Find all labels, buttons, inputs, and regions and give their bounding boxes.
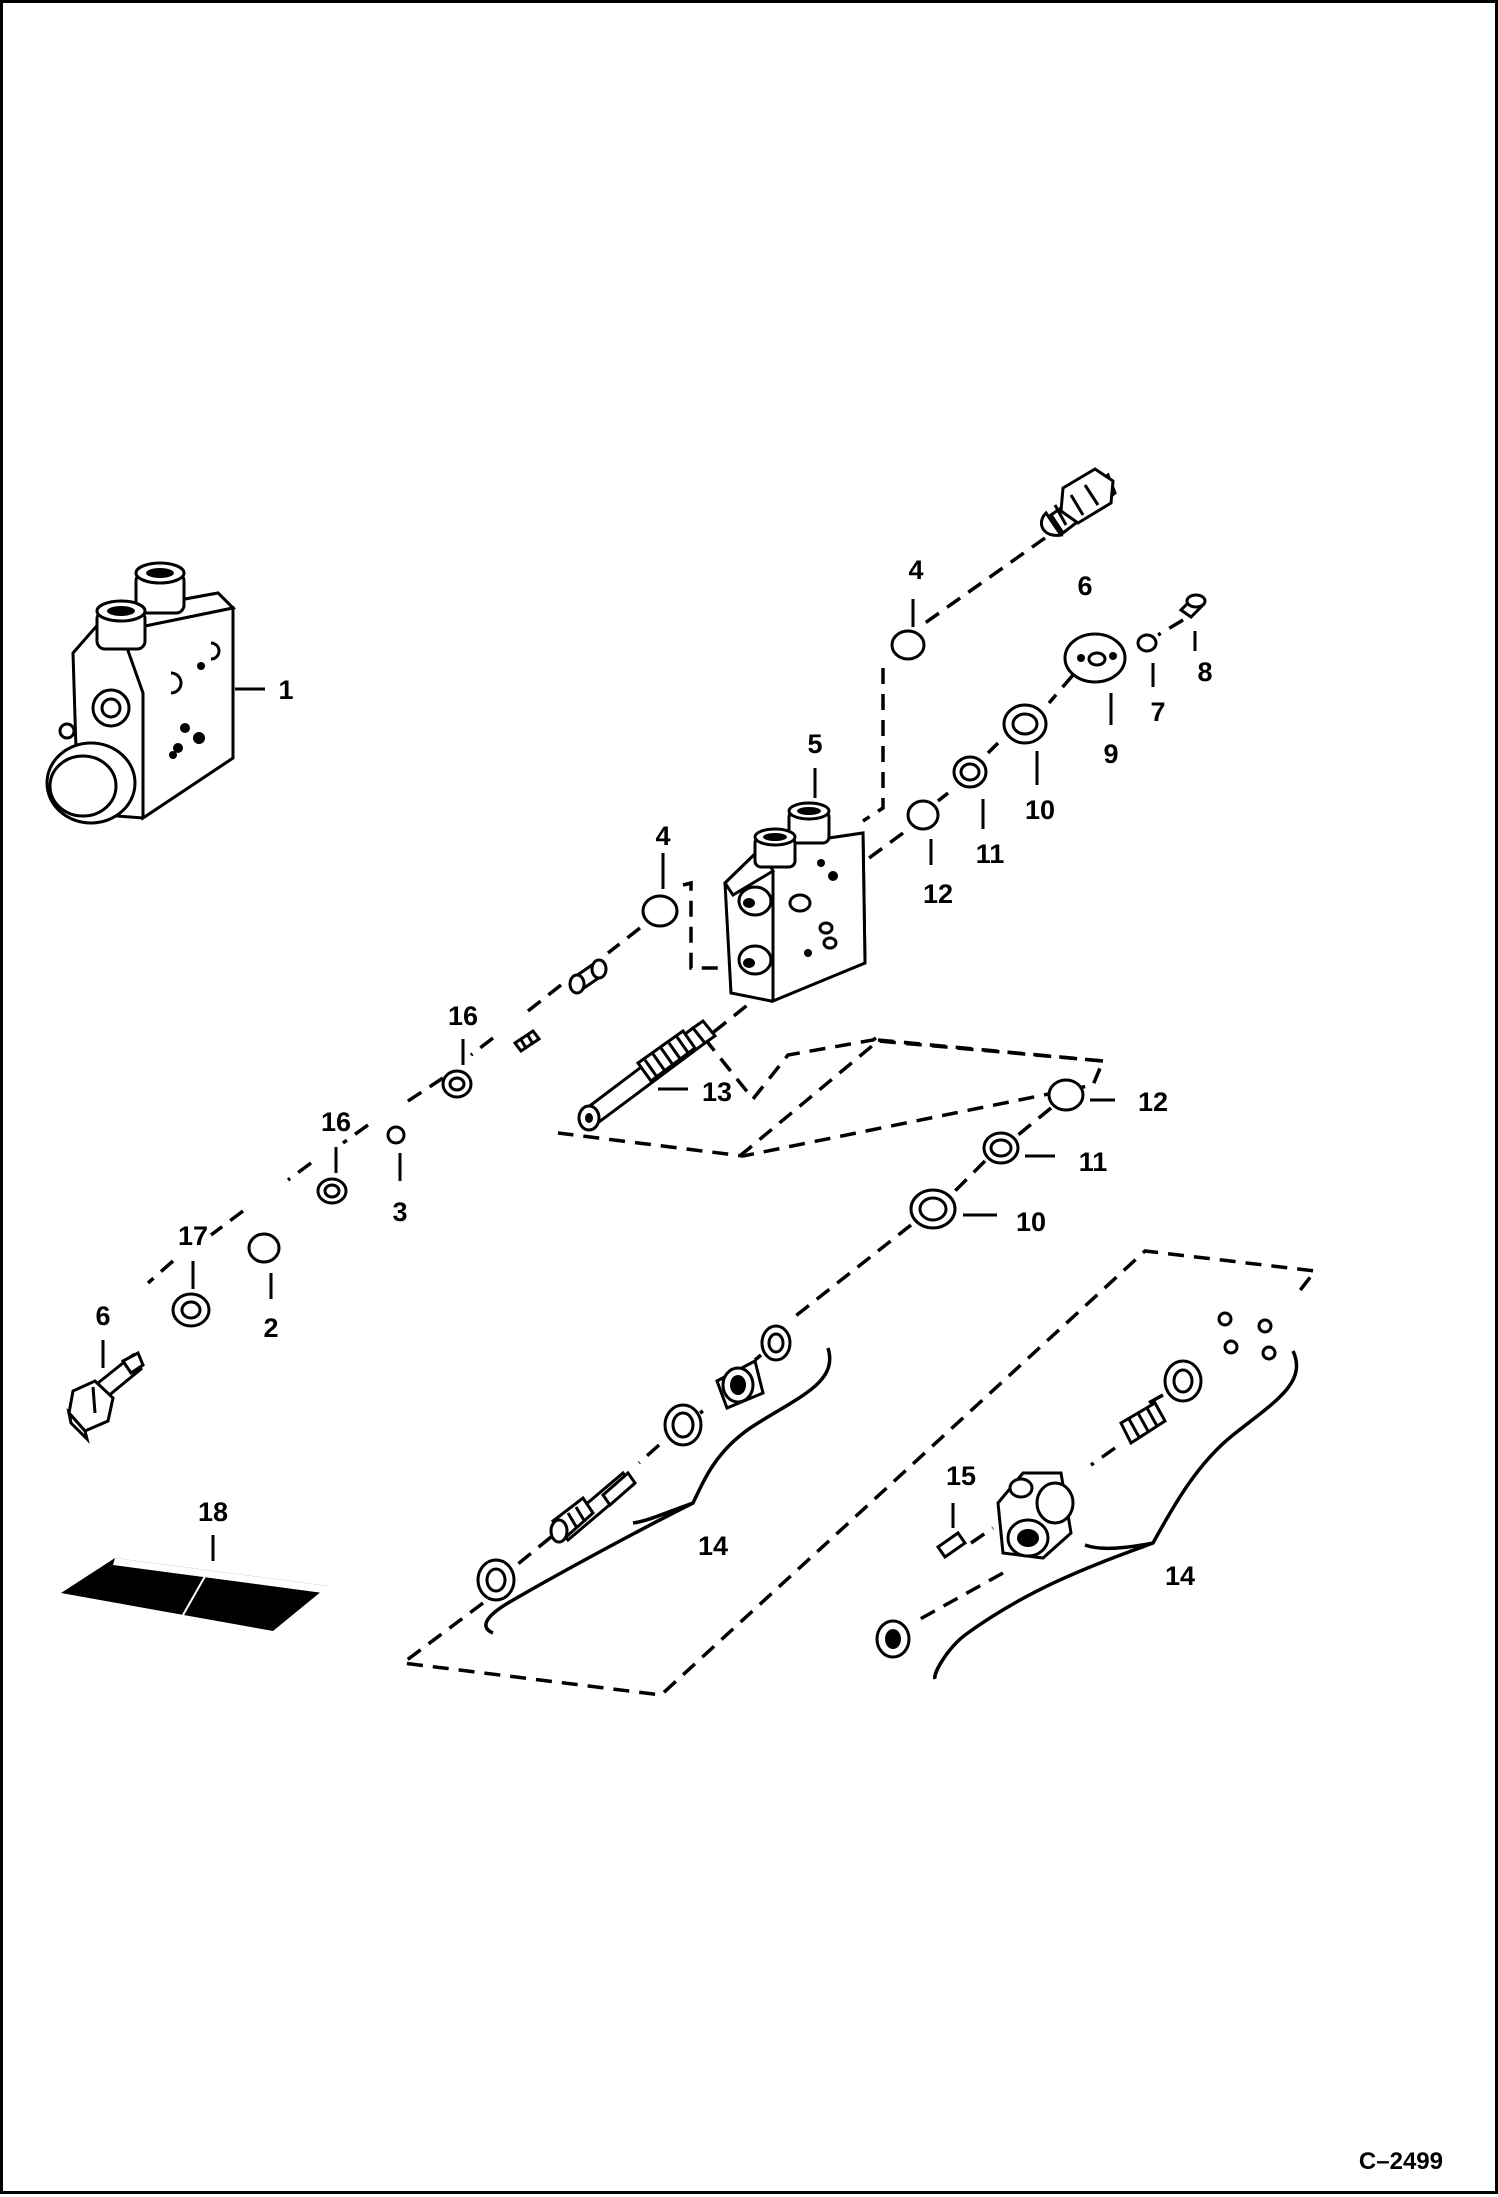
o-ring-4-lower	[641, 894, 679, 928]
callout-16-upper: 16	[448, 1001, 478, 1031]
callout-6-lower: 6	[95, 1301, 110, 1331]
lock-washer-7	[1136, 633, 1158, 653]
callout-14-right: 14	[1165, 1561, 1195, 1591]
callout-3: 3	[392, 1197, 407, 1227]
callout-8: 8	[1197, 657, 1212, 687]
callout-18: 18	[198, 1497, 228, 1527]
dash-line-spool-top	[702, 1001, 877, 1102]
dash-line-spool-frame	[557, 1038, 1106, 1158]
spool-13	[577, 1018, 718, 1132]
plug-lower	[66, 1350, 145, 1444]
dash-line-kit-frame	[398, 1249, 1319, 1697]
callout-11-lower: 11	[1079, 1147, 1108, 1177]
bracket-14-left	[484, 1347, 832, 1635]
valve-section-assembly	[45, 561, 237, 825]
callout-7: 7	[1150, 697, 1165, 727]
dash-line-washers-lower	[791, 1106, 1053, 1320]
exploded-parts-diagram: 1 6 4 8 7 9 10 11 12	[45, 467, 1443, 2175]
bracket-14-right	[933, 1350, 1299, 1680]
dash-line-kit-right	[912, 1393, 1164, 1625]
callout-2: 2	[263, 1313, 278, 1343]
callout-11-upper: 11	[976, 839, 1005, 869]
cap-screw-8	[1178, 593, 1207, 619]
plug-upper	[1040, 467, 1117, 537]
ball-3	[386, 1125, 406, 1145]
spring-small	[512, 1028, 542, 1054]
callout-5: 5	[807, 729, 822, 759]
dash-line-ring4	[862, 668, 885, 823]
o-ring-2	[247, 1232, 281, 1264]
dash-line-plug	[923, 536, 1047, 625]
dash-line-spool-box	[739, 1039, 1104, 1157]
figure-number: C–2499	[1359, 2148, 1443, 2175]
decal-18	[61, 1558, 328, 1631]
callout-17: 17	[178, 1221, 208, 1251]
callout-15: 15	[946, 1461, 976, 1491]
callout-12-upper: 12	[923, 879, 953, 909]
dash-line-left-chain	[146, 926, 642, 1285]
callout-6-upper: 6	[1077, 571, 1092, 601]
valve-body-5	[723, 801, 867, 1004]
dash-line-bracket	[682, 880, 725, 970]
callout-1: 1	[278, 675, 293, 705]
callout-12-lower: 12	[1138, 1087, 1168, 1117]
callout-16-lower: 16	[321, 1107, 351, 1137]
callout-13: 13	[702, 1077, 732, 1107]
dash-line-washers-upper	[863, 618, 1184, 863]
callout-10-upper: 10	[1025, 795, 1055, 825]
callout-4-lower: 4	[655, 821, 670, 851]
ring-12-upper	[906, 799, 940, 831]
plate-9	[1063, 632, 1127, 684]
spool-kit-parts-left	[476, 1324, 792, 1602]
ring-12-lower	[1047, 1078, 1085, 1112]
o-ring-4-upper	[890, 629, 926, 661]
dash-line-kit-left	[511, 1353, 763, 1570]
callout-4-upper: 4	[908, 555, 923, 585]
callout-14-left: 14	[698, 1531, 728, 1561]
callout-10-lower: 10	[1016, 1207, 1046, 1237]
spool-kit-parts-right	[875, 1311, 1277, 1659]
callout-9: 9	[1103, 739, 1118, 769]
plunger-small	[568, 958, 608, 995]
